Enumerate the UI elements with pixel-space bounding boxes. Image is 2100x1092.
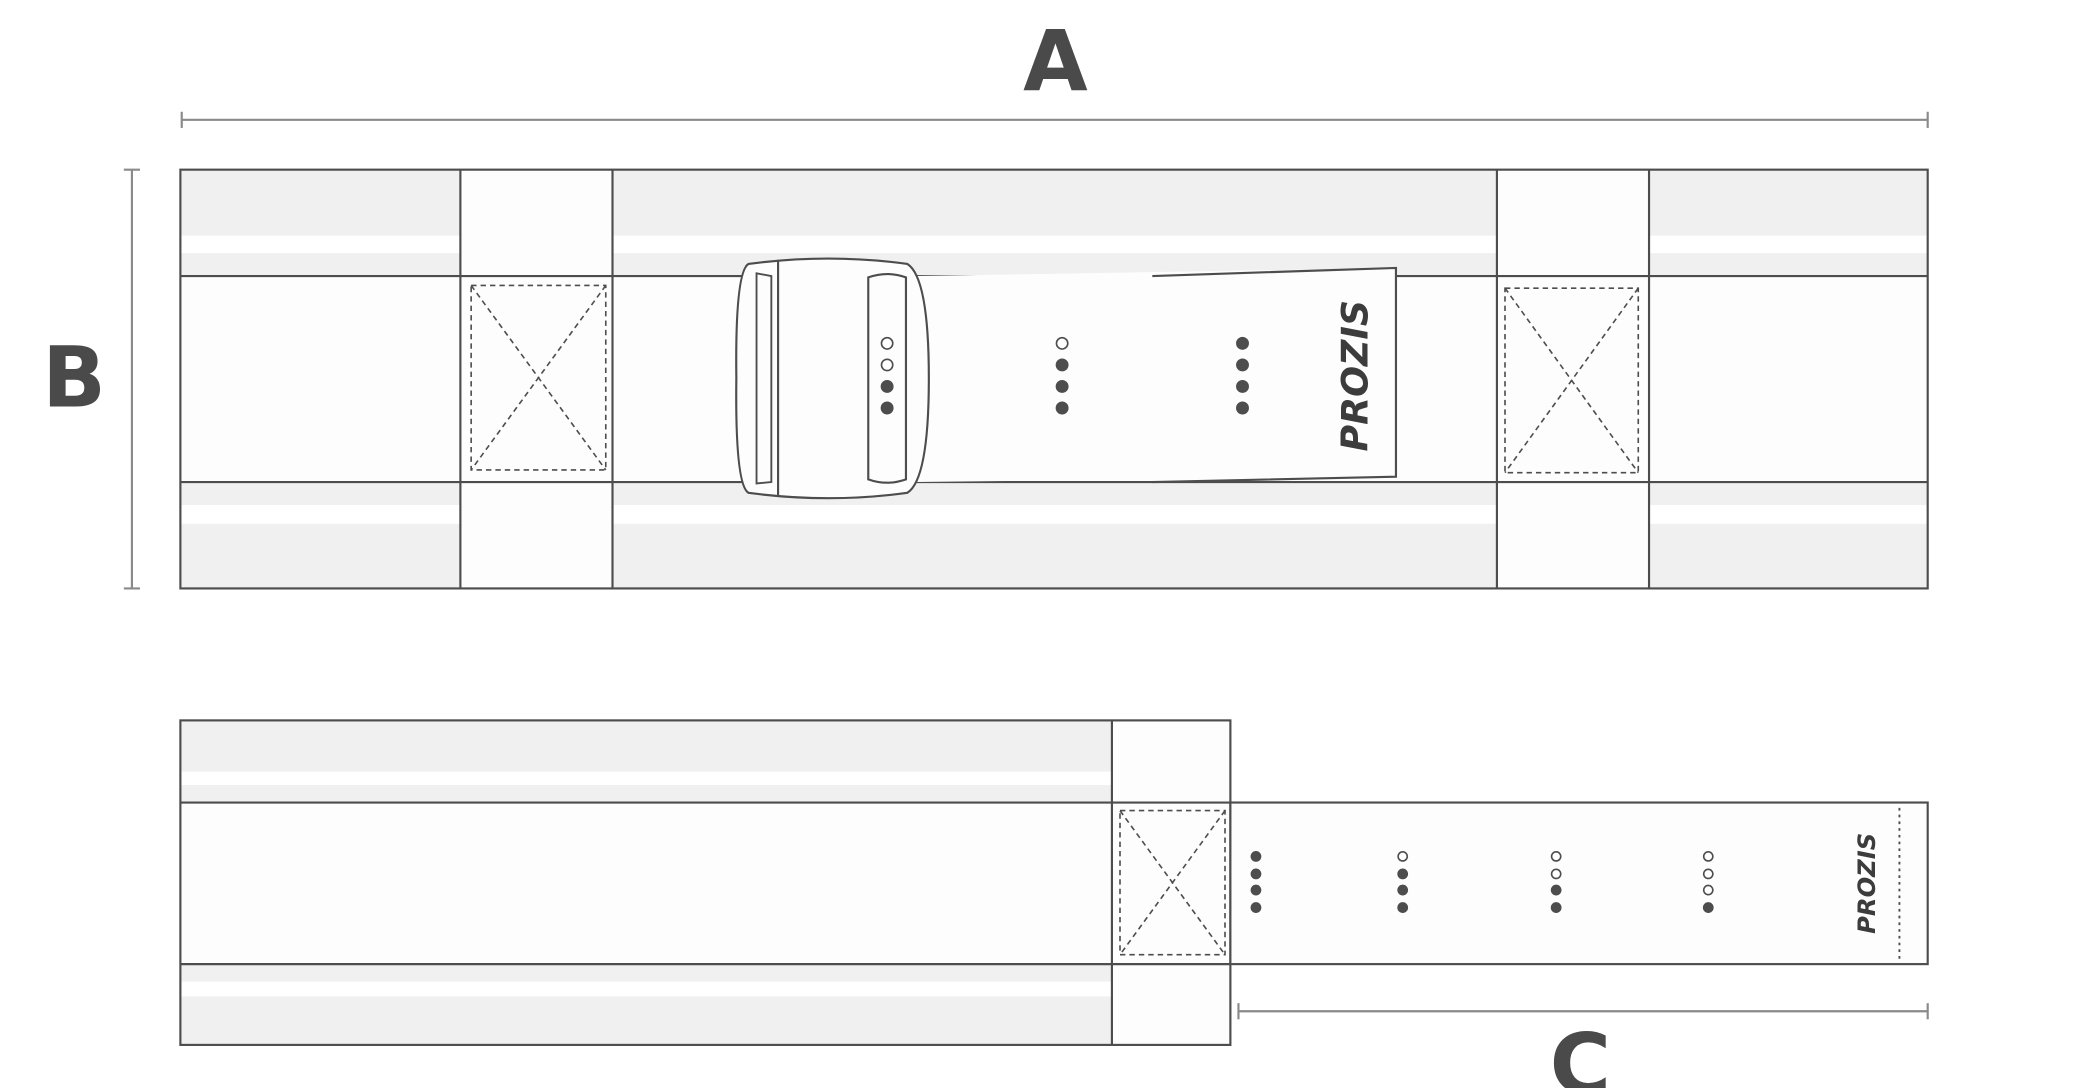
strap-extended xyxy=(1229,801,1929,966)
brand-logo-top: PROZIS xyxy=(1334,300,1377,452)
dimension-c-label: C xyxy=(1550,1016,1611,1088)
strap-hole-filled xyxy=(1236,401,1249,415)
strap-hole-open xyxy=(880,336,894,350)
belt-unfolded: PROZIS xyxy=(179,719,1929,1046)
strap-holes-top xyxy=(880,336,1249,415)
strap-hole-filled xyxy=(1236,336,1249,350)
strap-hole-filled xyxy=(880,401,894,415)
strap-hole-filled xyxy=(1397,884,1409,896)
strap-hole-open xyxy=(1550,868,1562,880)
belt-assembled: PROZIS xyxy=(179,168,1929,590)
strap-hole-filled xyxy=(1250,902,1262,913)
strap-hole-filled xyxy=(1702,902,1714,913)
strap-hole-filled xyxy=(1055,379,1069,393)
strap-hole-filled xyxy=(1550,902,1562,913)
strap-hole-filled xyxy=(1250,884,1262,896)
stitch-box-bottom xyxy=(1119,809,1226,956)
strap-loop-bottom xyxy=(1111,720,1231,1045)
strap-holes-bottom xyxy=(1250,851,1714,913)
strap-hole-filled xyxy=(1397,868,1409,880)
strap-hole-filled xyxy=(1055,401,1069,415)
strap-hole-open xyxy=(1397,851,1409,862)
strap-hole-filled xyxy=(1236,379,1249,393)
dimension-b-label: B xyxy=(42,330,106,427)
belt-outline xyxy=(179,168,1929,590)
strap-hole-filled xyxy=(1250,851,1262,862)
strap-hole-filled xyxy=(1250,868,1262,880)
dimension-b: B xyxy=(42,168,140,590)
dimension-a: A xyxy=(180,13,1929,128)
strap-hole-filled xyxy=(1236,358,1249,372)
strap-hole-open xyxy=(1550,851,1562,862)
brand-logo-bottom: PROZIS xyxy=(1853,833,1881,934)
strap-hole-open xyxy=(880,358,894,372)
stitch-box-left xyxy=(470,284,607,471)
strap-tail xyxy=(1152,266,1398,484)
strap-hole-open xyxy=(1055,336,1069,350)
strap-hole-filled xyxy=(1550,884,1562,896)
dimension-c: C xyxy=(1237,1003,1929,1092)
strap-hole-filled xyxy=(1397,902,1409,913)
stitch-box-right xyxy=(1504,287,1640,474)
strap-hole-open xyxy=(1702,884,1714,896)
dimension-a-label: A xyxy=(1023,13,1088,110)
strap-hole-filled xyxy=(880,379,894,393)
buckle xyxy=(735,257,930,500)
strap-hole-filled xyxy=(1055,358,1069,372)
strap-hole-open xyxy=(1702,868,1714,880)
strap-hole-open xyxy=(1702,851,1714,862)
